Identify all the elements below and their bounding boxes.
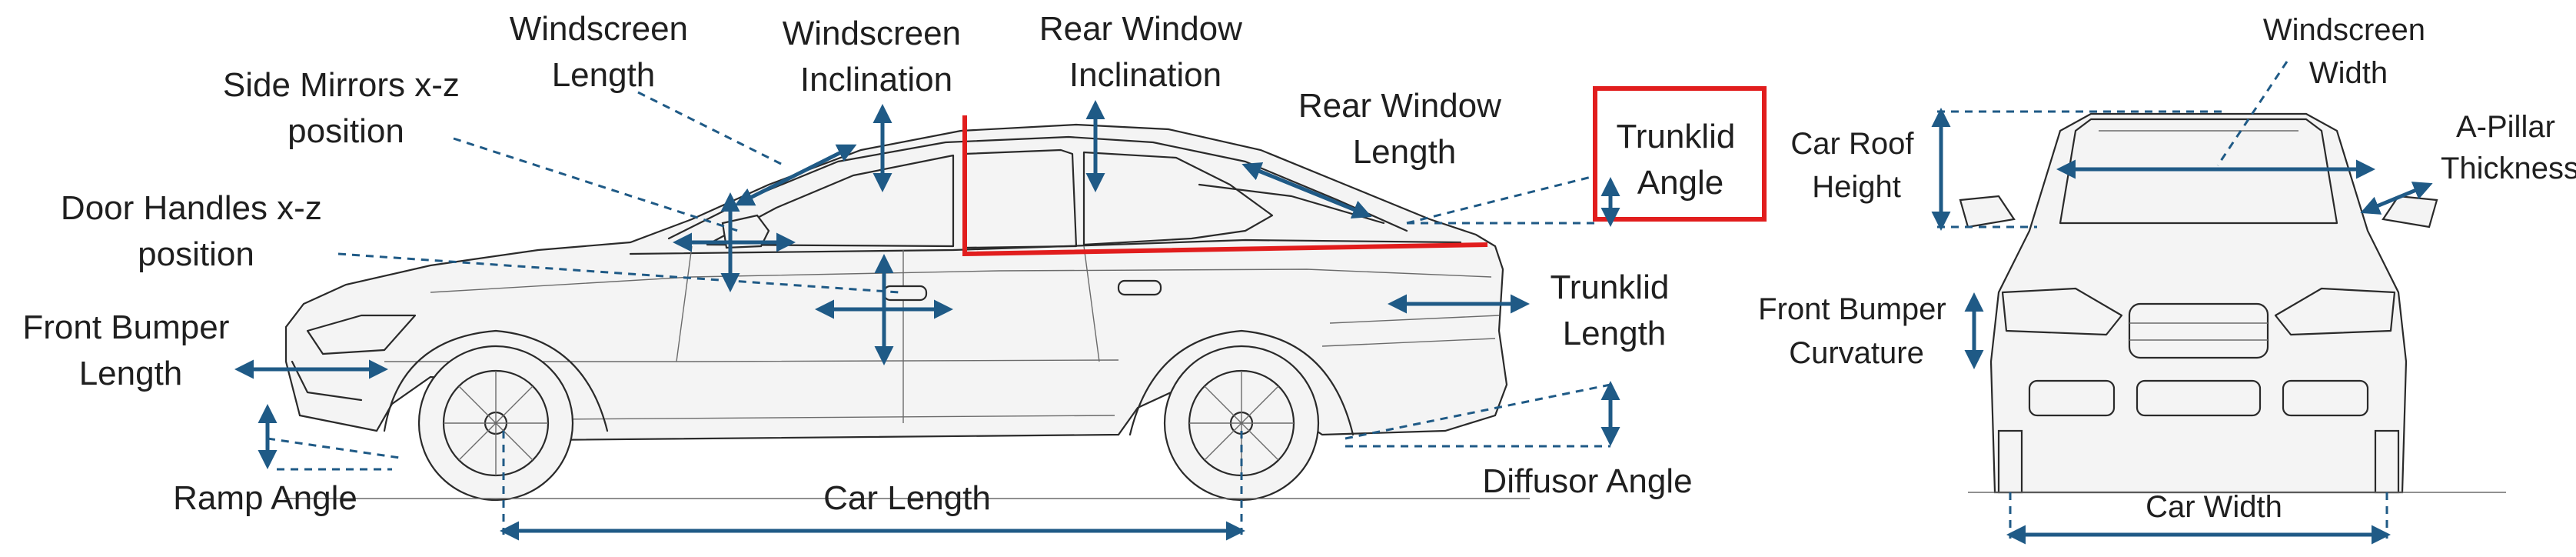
label-diffusor-angle: Diffusor Angle: [1482, 462, 1692, 500]
label-trunklid-angle: Trunklid Angle: [1616, 118, 1744, 202]
label-rear-window-length: Rear Window Length: [1298, 87, 1511, 171]
car-side-view: [284, 123, 1530, 502]
label-car-width: Car Width: [2146, 490, 2282, 524]
side-annotations: [234, 91, 1620, 541]
label-windscreen-inclination: Windscreen Inclination: [783, 15, 971, 98]
labels: Windscreen Length Windscreen Inclination…: [22, 10, 2576, 524]
label-front-bumper-length: Front Bumper Length: [22, 309, 238, 392]
label-windscreen-width: Windscreen Width: [2263, 13, 2434, 90]
label-front-bumper-curvature: Front Bumper Curvature: [1758, 292, 1955, 370]
label-car-length: Car Length: [823, 479, 991, 517]
label-ramp-angle: Ramp Angle: [173, 479, 357, 517]
label-door-handles: Door Handles x-z position: [61, 189, 331, 273]
label-rear-window-inclination: Rear Window Inclination: [1039, 10, 1251, 94]
front-wheel: [417, 345, 574, 502]
label-car-roof-height: Car Roof Height: [1790, 127, 1922, 204]
label-side-mirrors: Side Mirrors x-z position: [223, 66, 469, 150]
label-windscreen-length: Windscreen Length: [510, 10, 698, 94]
label-trunklid-length: Trunklid Length: [1550, 268, 1678, 352]
label-a-pillar-thickness: A-Pillar Thickness: [2441, 110, 2576, 185]
trunklid-highlight: [962, 86, 1767, 257]
front-annotations: [1931, 61, 2433, 545]
